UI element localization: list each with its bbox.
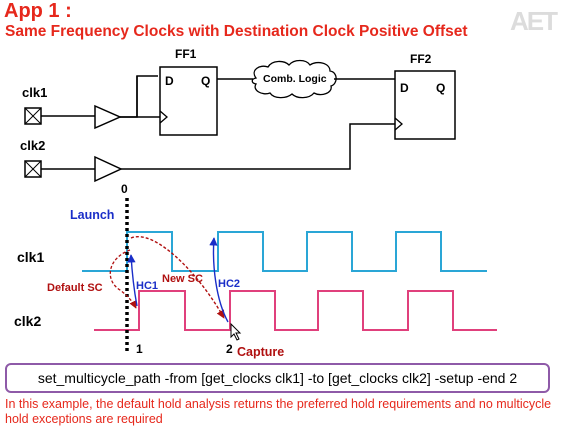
- zero-marker: 0: [121, 182, 128, 196]
- page-title: App 1 :: [4, 0, 72, 22]
- clk1-input-port: [24, 107, 42, 125]
- default-sc-label: Default SC: [47, 282, 103, 294]
- aet-logo: AET: [510, 6, 558, 36]
- hc2-label: HC2: [218, 278, 240, 290]
- sdc-command-box: set_multicycle_path -from [get_clocks cl…: [5, 363, 550, 393]
- clk2-buffer: [94, 155, 123, 183]
- sdc-command-text: set_multicycle_path -from [get_clocks cl…: [37, 370, 518, 386]
- ff1-box: [159, 66, 218, 136]
- mouse-pointer-icon: [230, 322, 242, 341]
- explanation-note: In this example, the default hold analys…: [5, 397, 552, 426]
- ff2-q-pin: Q: [436, 81, 445, 95]
- schematic: clk1 FF1 D Q Comb. Logic FF2 D Q clk2: [20, 47, 456, 183]
- clk2-waveform: [94, 290, 497, 331]
- wave-clk2-label: clk2: [14, 313, 41, 329]
- clk1-input-label: clk1: [22, 85, 47, 100]
- capture-label: Capture: [237, 345, 284, 359]
- waveforms: 0 Launch clk1 clk2 New SC Default SC HC1…: [14, 182, 497, 359]
- ff2-label: FF2: [410, 52, 432, 66]
- clk1-buffer: [94, 104, 122, 130]
- new-sc-arrow: [130, 235, 225, 319]
- wave-clk1-label: clk1: [17, 249, 44, 265]
- hc1-label: HC1: [136, 280, 158, 292]
- edge-1-marker: 1: [136, 342, 143, 356]
- ff1-q-pin: Q: [201, 74, 210, 88]
- ff2-d-pin: D: [400, 81, 409, 95]
- edge-2-marker: 2: [226, 342, 233, 356]
- new-sc-label: New SC: [162, 273, 203, 285]
- clk1-waveform: [82, 231, 487, 272]
- default-sc-arrow: [109, 249, 137, 309]
- hc2-arrow: [209, 237, 229, 323]
- clk2-input-port: [24, 160, 42, 178]
- ff1-label: FF1: [175, 47, 197, 61]
- ff1-d-pin: D: [165, 74, 174, 88]
- comb-logic-label: Comb. Logic: [263, 73, 327, 85]
- page-subtitle: Same Frequency Clocks with Destination C…: [5, 23, 468, 40]
- launch-label: Launch: [70, 208, 114, 222]
- clk2-input-label: clk2: [20, 138, 45, 153]
- hc1-arrow: [127, 254, 138, 307]
- ff2-box: [394, 70, 456, 140]
- comb-logic-cloud: [251, 59, 337, 99]
